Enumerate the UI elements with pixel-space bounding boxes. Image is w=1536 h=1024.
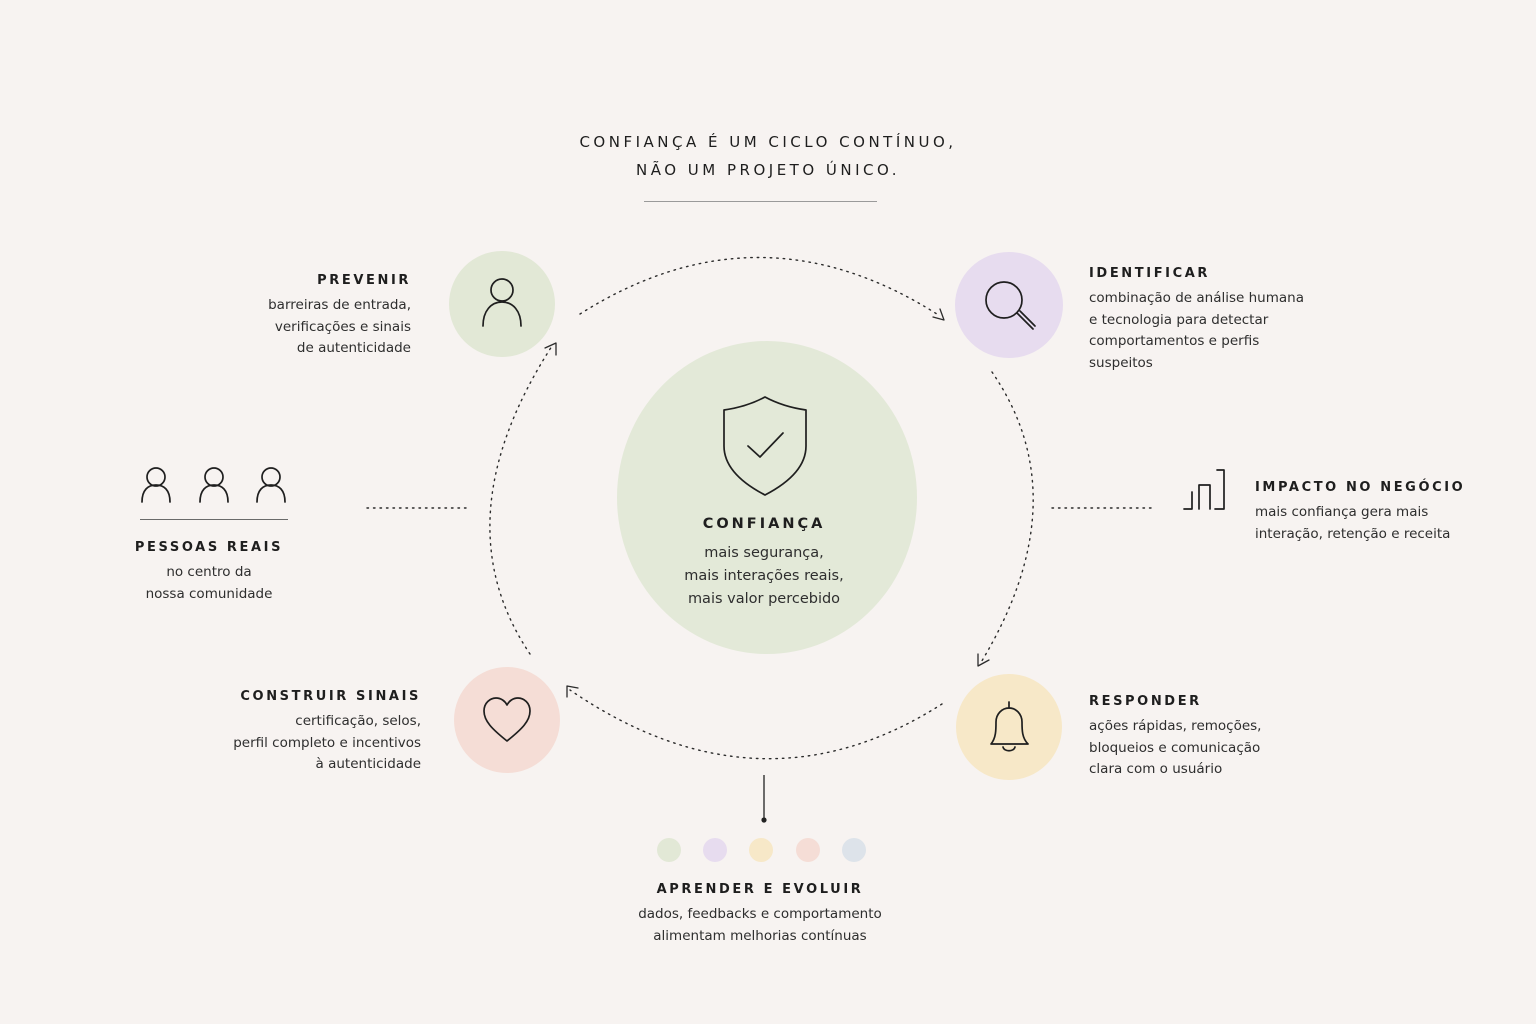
people-group-icon [141, 467, 286, 503]
step-description: combinação de análise humana e tecnologi… [1089, 288, 1304, 374]
impacto-no-negocio: IMPACTO NO NEGÓCIO mais confiança gera m… [1255, 480, 1465, 545]
center-title: CONFIANÇA [702, 516, 826, 532]
aprender-dot-yellow [749, 838, 773, 862]
step-line: comportamentos e perfis [1089, 333, 1260, 349]
step-identificar: IDENTIFICAR combinação de análise humana… [1089, 266, 1304, 374]
step-line: ações rápidas, remoções, [1089, 718, 1262, 734]
center-line: mais valor percebido [687, 591, 841, 607]
step-title: PREVENIR [317, 273, 411, 288]
step-description: certificação, selos, perfil completo e i… [233, 711, 421, 776]
impacto-title: IMPACTO NO NEGÓCIO [1255, 480, 1466, 495]
step-line: perfil completo e incentivos [233, 734, 421, 751]
aprender-description: dados, feedbacks e comportamento aliment… [560, 904, 960, 947]
arrowhead-prevenir [544, 342, 557, 356]
prevenir-blob [449, 251, 555, 357]
step-description: ações rápidas, remoções, bloqueios e com… [1089, 716, 1261, 781]
aprender-line: dados, feedbacks e comportamento [638, 906, 882, 922]
arc-responder-construir [569, 689, 943, 760]
step-line: à autenticidade [315, 756, 421, 772]
center-blob [617, 341, 917, 654]
step-line: suspeitos [1089, 354, 1153, 371]
title-line-2: NÃO UM PROJETO ÚNICO. [636, 161, 900, 179]
arrowhead-construir [566, 685, 579, 698]
arc-identificar-responder [979, 371, 1034, 665]
aprender-dot-green [657, 838, 681, 862]
center-line: mais segurança, [704, 545, 824, 561]
title-line-1: CONFIANÇA É UM CICLO CONTÍNUO, [579, 133, 957, 151]
bell-icon [990, 701, 1029, 752]
aprender-dot-pink [796, 838, 820, 862]
identificar-blob [955, 252, 1063, 358]
aprender-dot-lilac [703, 838, 727, 862]
step-title: IDENTIFICAR [1089, 266, 1211, 281]
pessoas-divider [140, 519, 288, 520]
pessoas-line: no centro da [166, 564, 252, 580]
impacto-description: mais confiança gera mais interação, rete… [1255, 502, 1465, 545]
step-title: RESPONDER [1089, 694, 1202, 709]
aprender-stem-dot [761, 817, 767, 823]
arc-prevenir-identificar [579, 256, 941, 317]
construir-blob [454, 667, 560, 773]
pessoas-reais: PESSOAS REAIS no centro da nossa comunid… [109, 540, 309, 605]
step-construir-sinais: CONSTRUIR SINAIS certificação, selos, pe… [233, 689, 421, 776]
title-divider [644, 201, 877, 202]
aprender-line: alimentam melhorias contínuas [653, 927, 867, 944]
pessoas-title: PESSOAS REAIS [134, 540, 284, 555]
person-icon [482, 278, 522, 327]
step-description: barreiras de entrada, verificações e sin… [268, 295, 411, 360]
arrowhead-responder [977, 653, 990, 667]
step-line: e tecnologia para detectar [1089, 311, 1269, 328]
aprender-e-evoluir: APRENDER E EVOLUIR dados, feedbacks e co… [560, 882, 960, 947]
step-line: clara com o usuário [1089, 761, 1223, 777]
impacto-line: interação, retenção e receita [1255, 525, 1451, 542]
pessoas-description: no centro da nossa comunidade [109, 562, 309, 605]
responder-blob [956, 674, 1062, 780]
step-line: barreiras de entrada, [268, 297, 411, 313]
bar-chart-icon [1183, 469, 1225, 510]
pessoas-line: nossa comunidade [145, 585, 273, 602]
step-line: bloqueios e comunicação [1089, 739, 1261, 756]
step-line: verificações e sinais [274, 318, 411, 335]
heart-icon [483, 697, 531, 742]
step-line: de autenticidade [296, 340, 411, 356]
aprender-dot-blue [842, 838, 866, 862]
impacto-line: mais confiança gera mais [1255, 504, 1429, 520]
step-line: certificação, selos, [295, 713, 421, 729]
shield-check-icon [723, 396, 807, 496]
step-responder: RESPONDER ações rápidas, remoções, bloqu… [1089, 694, 1261, 781]
page-title: CONFIANÇA É UM CICLO CONTÍNUO, NÃO UM PR… [468, 128, 1068, 184]
magnifier-icon [985, 281, 1036, 330]
center-line: mais interações reais, [684, 568, 844, 584]
step-line: combinação de análise humana [1089, 290, 1304, 306]
arc-construir-prevenir [489, 345, 553, 655]
aprender-title: APRENDER E EVOLUIR [656, 882, 864, 897]
arrowhead-identificar [932, 308, 945, 321]
center-description: mais segurança, mais interações reais, m… [614, 542, 914, 611]
step-title: CONSTRUIR SINAIS [240, 689, 421, 704]
step-prevenir: PREVENIR barreiras de entrada, verificaç… [268, 273, 411, 360]
